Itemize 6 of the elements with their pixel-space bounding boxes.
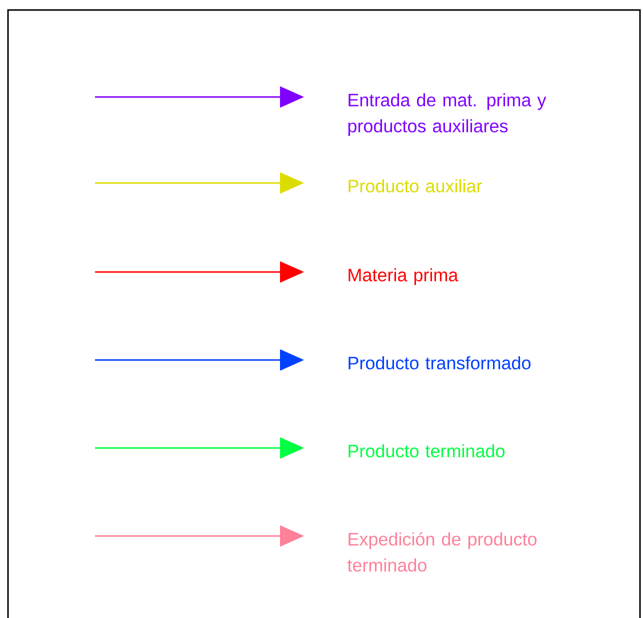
legend-label: Expedición de producto terminado	[347, 532, 537, 572]
legend-label: Producto terminado	[348, 444, 504, 458]
legend-label: Entrada de mat. prima y productos auxiliares	[348, 93, 546, 136]
legend-label: Materia prima	[348, 268, 458, 285]
legend-label: Producto transformado	[348, 356, 530, 370]
legend-label: Producto auxiliar	[348, 179, 482, 192]
